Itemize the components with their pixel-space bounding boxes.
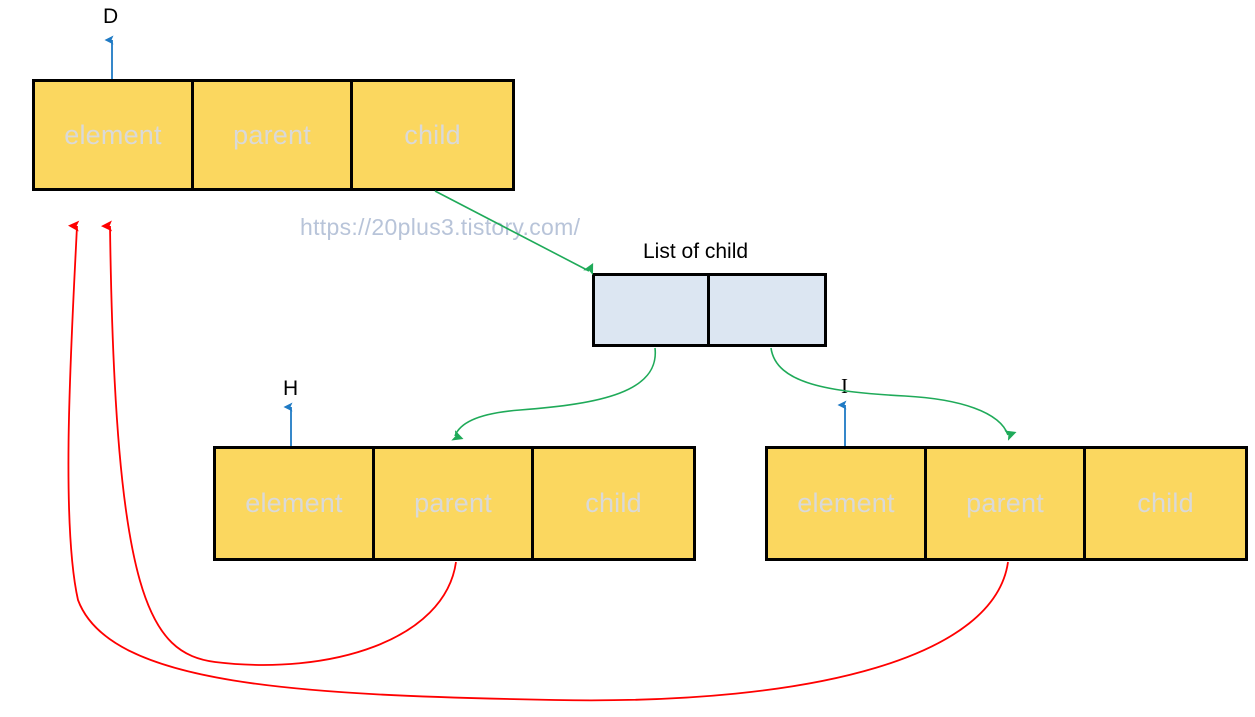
node-i-cell-parent: parent <box>927 449 1087 558</box>
node-h-label: H <box>283 377 299 400</box>
node-d-cell-child: child <box>404 119 461 150</box>
list-of-child-box <box>592 273 827 347</box>
node-h-cell-child: child <box>585 488 642 518</box>
list-of-child-caption: List of child <box>643 240 749 263</box>
node-i-label: I <box>841 374 848 398</box>
node-d-label: D <box>103 5 119 28</box>
list-slot1-to-i-arrow <box>770 347 1017 441</box>
node-i-box: element parent child <box>765 446 1248 561</box>
list-of-child-slot-0 <box>595 276 711 344</box>
list-slot0-to-h-arrow <box>451 347 656 441</box>
node-d-cell-parent: parent <box>194 82 354 188</box>
node-d-cell-element: element <box>35 82 195 188</box>
node-i-cell-element: element <box>768 449 928 558</box>
node-h-cell-element: element <box>216 449 376 558</box>
node-h-box: element parent child <box>213 446 696 561</box>
list-of-child-slot-1 <box>710 276 824 344</box>
node-h-cell-parent: parent <box>375 449 535 558</box>
node-d-box: element parent child <box>32 79 515 191</box>
watermark-url: https://20plus3.tistory.com/ <box>300 214 581 240</box>
node-i-cell-child: child <box>1137 488 1194 518</box>
